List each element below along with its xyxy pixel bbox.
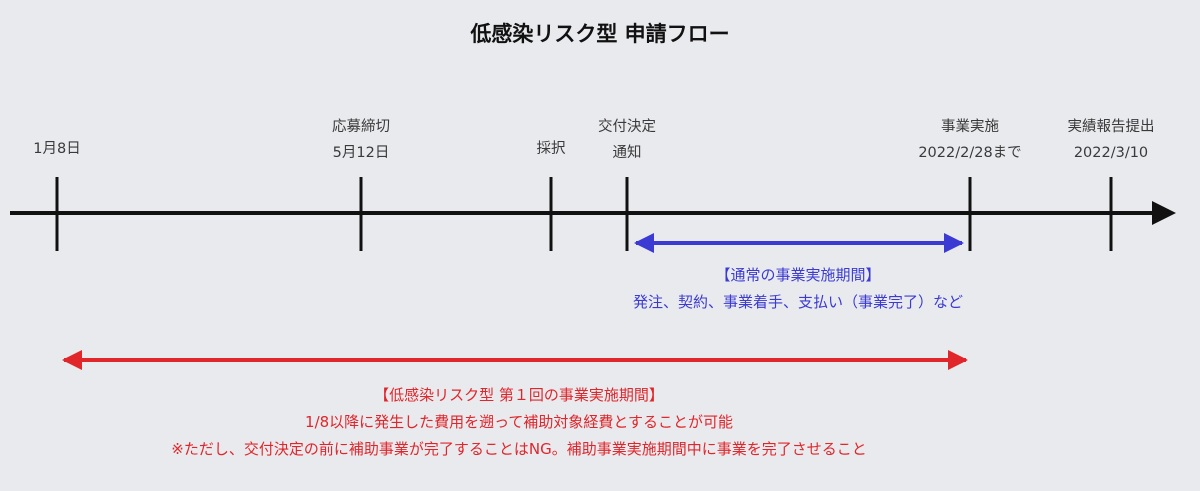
normal-period-text: 【通常の事業実施期間】 発注、契約、事業着手、支払い（事業完了）など (633, 262, 963, 316)
normal-period-detail: 発注、契約、事業着手、支払い（事業完了）など (632, 293, 964, 311)
low-risk-period-heading: 【低感染リスク型 第１回の事業実施期間】 (374, 386, 664, 404)
low-risk-period-text: 【低感染リスク型 第１回の事業実施期間】 1/8以降に発生した費用を遡って補助対… (171, 382, 866, 463)
milestone-start-date: 1月8日 (33, 141, 81, 157)
milestone-label-report: 実績報告提出 2022/3/10 (1068, 114, 1155, 166)
milestone-implementation-name: 事業実施 (940, 119, 999, 135)
low-risk-period-caution-note: ※ただし、交付決定の前に補助事業が完了することはNG。補助事業実施期間中に事業を… (171, 440, 867, 458)
milestone-deadline-date: 5月12日 (332, 145, 390, 161)
milestone-adoption-name: 採択 (536, 141, 566, 157)
milestone-grant-decision-notice: 通知 (612, 145, 642, 161)
milestone-implementation-date: 2022/2/28まで (918, 145, 1022, 161)
milestone-report-date: 2022/3/10 (1073, 145, 1149, 161)
milestone-grant-decision-name: 交付決定 (598, 119, 656, 135)
milestone-report-name: 実績報告提出 (1067, 119, 1155, 135)
milestone-label-grant-decision: 交付決定 通知 (598, 114, 656, 166)
milestone-label-adoption: 採択 (537, 136, 566, 162)
milestone-label-start: 1月8日 (33, 136, 80, 162)
low-risk-period-retroactive-note: 1/8以降に発生した費用を遡って補助対象経費とすることが可能 (305, 413, 733, 431)
milestone-label-implementation: 事業実施 2022/2/28まで (918, 114, 1021, 166)
milestone-deadline-name: 応募締切 (332, 119, 390, 135)
milestone-label-deadline: 応募締切 5月12日 (332, 114, 390, 166)
normal-period-heading: 【通常の事業実施期間】 (715, 266, 881, 284)
diagram-title: 低感染リスク型 申請フロー (470, 22, 730, 46)
timeline-axis-arrowhead (1152, 201, 1176, 225)
